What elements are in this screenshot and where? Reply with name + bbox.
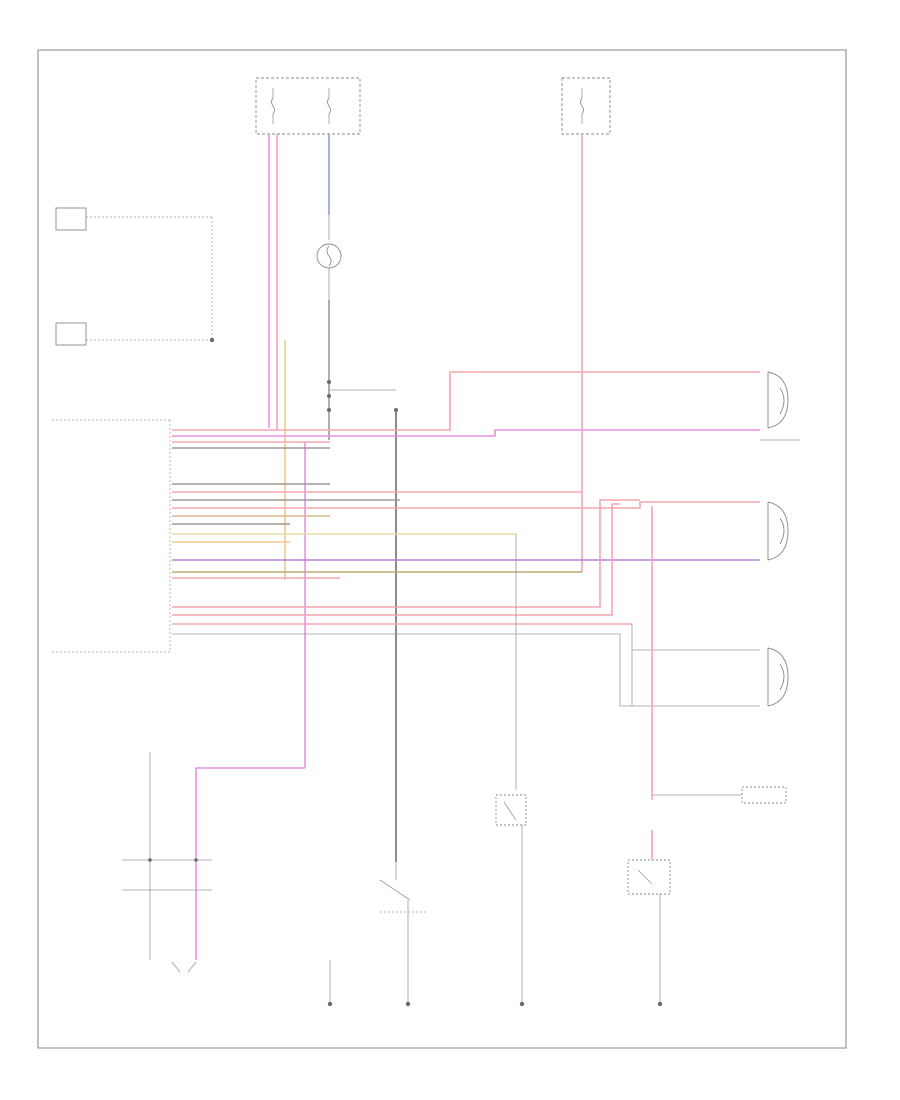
control-unit-connector (52, 419, 171, 653)
sensor-rear-right (760, 371, 800, 441)
sensor-right-front (767, 647, 789, 707)
wire-lf-sensor-b (172, 503, 620, 616)
splice-icon (209, 337, 215, 343)
fuse-icon (327, 88, 331, 124)
ground-icon (327, 960, 333, 1007)
ground-icon (405, 1001, 411, 1007)
fuse-icon (580, 88, 584, 124)
switch-icon (627, 830, 671, 1002)
switch-icon (379, 862, 428, 1002)
connector-icon (652, 786, 787, 804)
switch-icon (495, 534, 527, 1002)
fuse-icon (271, 88, 275, 124)
fuse-box-right (561, 77, 611, 135)
wire-rf-sensor-b (172, 633, 760, 707)
connector-icon (122, 752, 305, 960)
sensor-left-front (767, 501, 789, 561)
splice-block (327, 380, 398, 412)
wire-lf-sensor-a (172, 499, 640, 608)
ground-icon (657, 1001, 663, 1007)
wire-magenta-to-rr (172, 429, 760, 437)
fuse-box-left (255, 77, 361, 135)
relay-connector-lower (55, 322, 215, 346)
diagram-frame (37, 49, 847, 1049)
ground-icon (171, 961, 197, 973)
ground-icon (519, 1001, 525, 1007)
fuse-icon (316, 215, 342, 300)
relay-connector-upper (55, 207, 213, 338)
wire-pink-to-rr (172, 371, 760, 431)
wire-pink-to-lf (172, 501, 760, 509)
